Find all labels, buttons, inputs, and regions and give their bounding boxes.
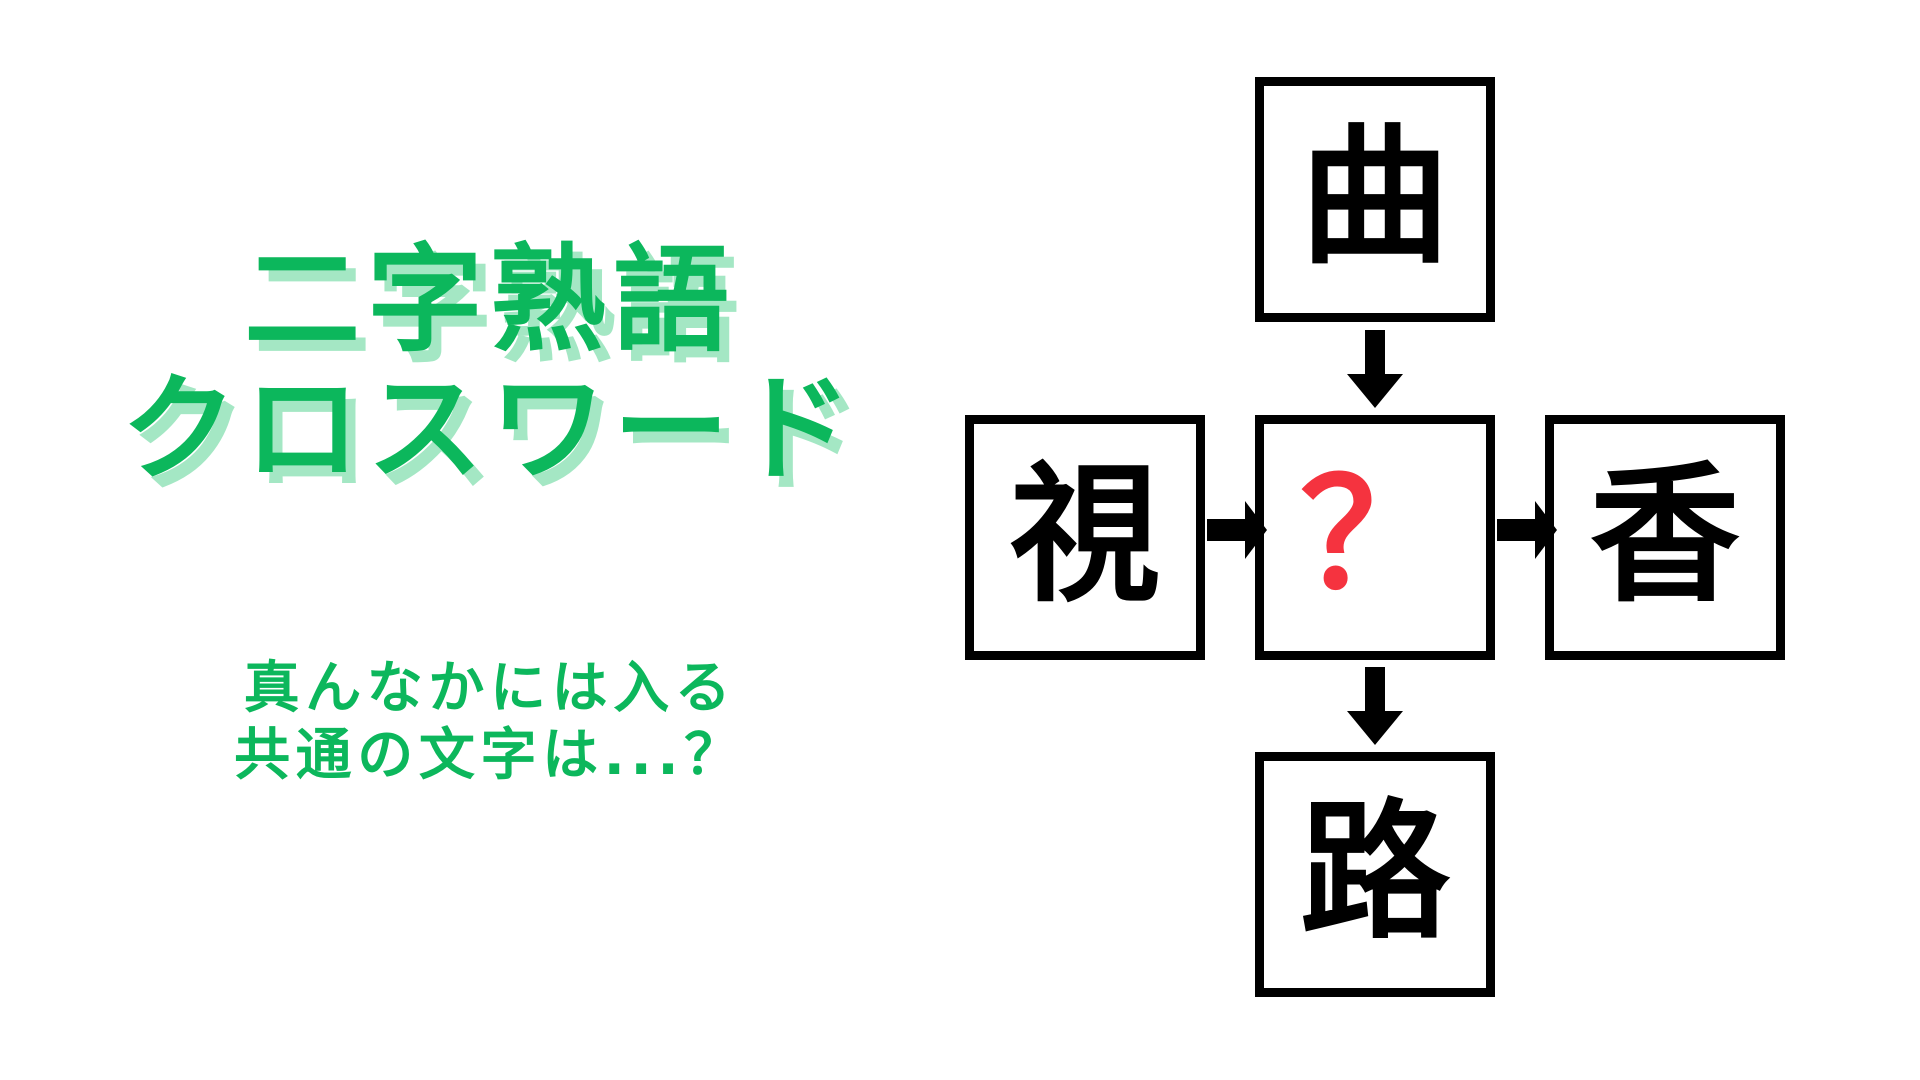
puzzle-cell-top-char: 曲: [1299, 110, 1450, 285]
arrow-down-icon-center-to-bottom: [1343, 667, 1407, 745]
title-line-1: 二字熟語: [244, 233, 736, 368]
arrow-down-icon-top-to-center: [1343, 330, 1407, 408]
puzzle-cell-center-char: ？: [1299, 448, 1450, 623]
subtitle-block: 真んなかには入る 共通の文字は...？: [0, 655, 980, 789]
puzzle-cell-bottom[interactable]: 路: [1255, 752, 1495, 997]
puzzle-cell-center[interactable]: ？: [1255, 415, 1495, 660]
puzzle-cell-bottom-char: 路: [1299, 785, 1450, 960]
subtitle-line-2: 共通の文字は...？: [234, 723, 746, 789]
puzzle-cell-left[interactable]: 視: [965, 415, 1205, 660]
title-line-2: クロスワード: [121, 361, 859, 497]
puzzle-cell-left-char: 視: [1009, 448, 1160, 623]
puzzle-cell-top[interactable]: 曲: [1255, 77, 1495, 322]
arrow-right-icon-center-to-right: [1497, 493, 1557, 567]
kanji-crossword-grid: 曲 視 ？ 香 路: [965, 55, 1895, 1005]
arrow-right-icon-left-to-center: [1207, 493, 1267, 567]
subtitle-line-1: 真んなかには入る: [243, 656, 737, 721]
title-block: 二字熟語 クロスワード: [0, 233, 980, 497]
puzzle-cell-right[interactable]: 香: [1545, 415, 1785, 660]
puzzle-cell-right-char: 香: [1589, 448, 1740, 623]
